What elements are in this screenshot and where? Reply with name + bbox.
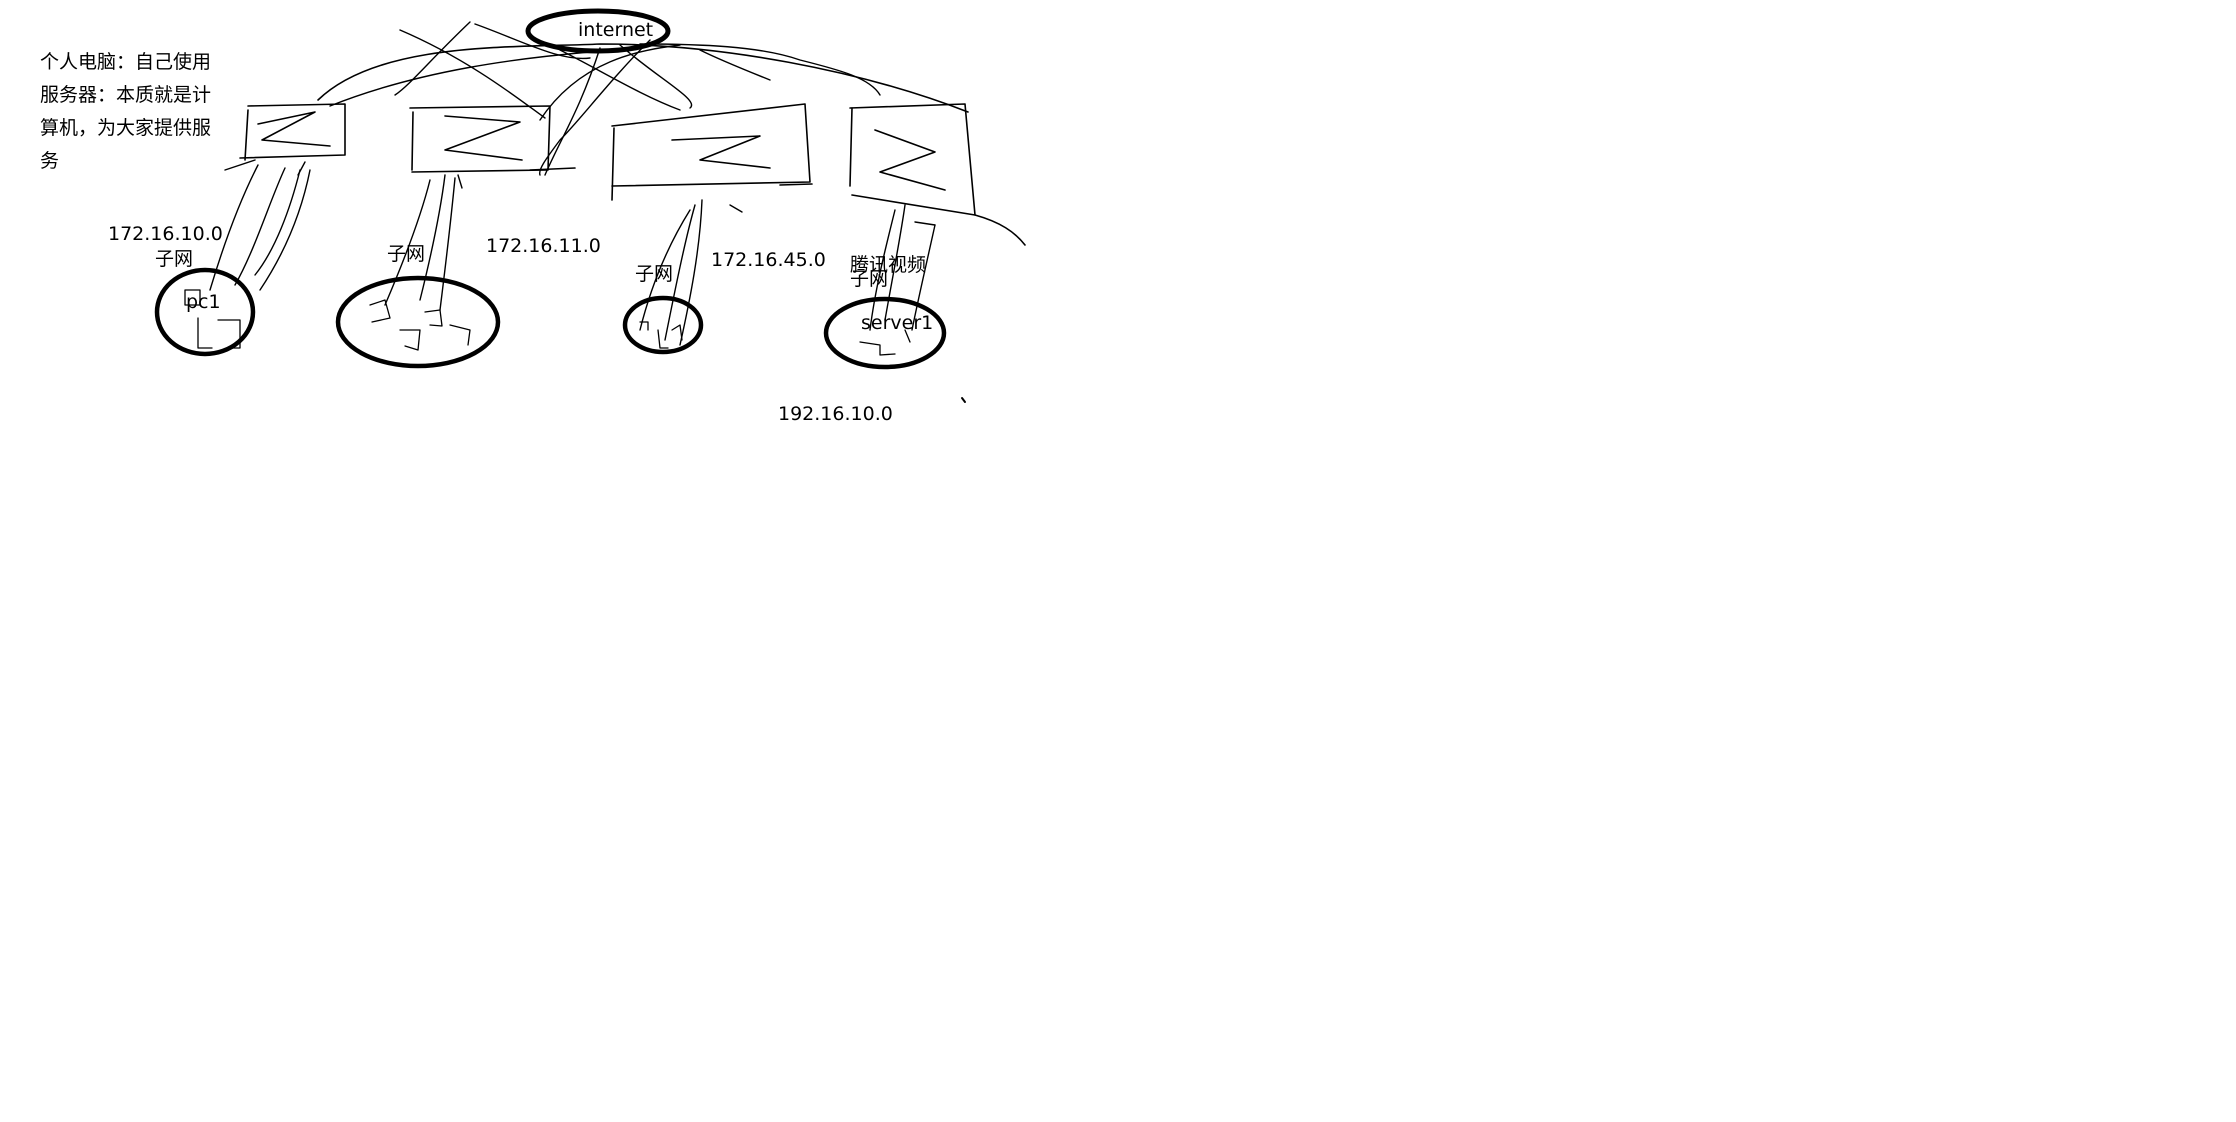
internet-label: internet [578,19,654,41]
subnet-label-1: 子网 [155,248,194,270]
backbone-arc-2 [329,51,591,107]
host-group-3-node [622,295,704,355]
pc1-node [154,267,256,357]
notes-block: 个人电脑：自己使用 服务器：本质就是计 算机，为大家提供服 务 [40,46,230,178]
internet-node [525,8,671,54]
pc1-label: pc1 [186,291,221,313]
subnet-label-3: 子网 [635,263,674,285]
host-group-2-node [335,275,501,369]
host-glyphs [184,289,911,356]
subnet-label-2: 子网 [387,243,426,265]
ip-label-2: 172.16.11.0 [486,235,601,257]
host-links [209,159,936,346]
ip-label-3: 172.16.45.0 [711,249,826,271]
router-2 [409,105,576,173]
backbone-arc [317,43,969,113]
note-line: 务 [40,150,60,172]
server1-node [823,296,947,370]
subnet-label-4: 子网 [850,268,889,290]
stray-mark [961,397,966,403]
note-line: 个人电脑：自己使用 [40,51,212,73]
ip-label-1: 172.16.10.0 [108,223,223,245]
note-line: 算机，为大家提供服 [40,117,212,139]
note-line: 服务器：本质就是计 [40,84,212,106]
router-4 [849,103,1026,246]
ip-label-4: 192.16.10.0 [778,403,893,425]
router-1 [239,103,346,161]
router-3 [611,103,813,201]
server1-label: server1 [861,312,934,334]
tencent-video-label: 腾讯视频 [850,254,927,276]
internet-links [394,21,881,176]
